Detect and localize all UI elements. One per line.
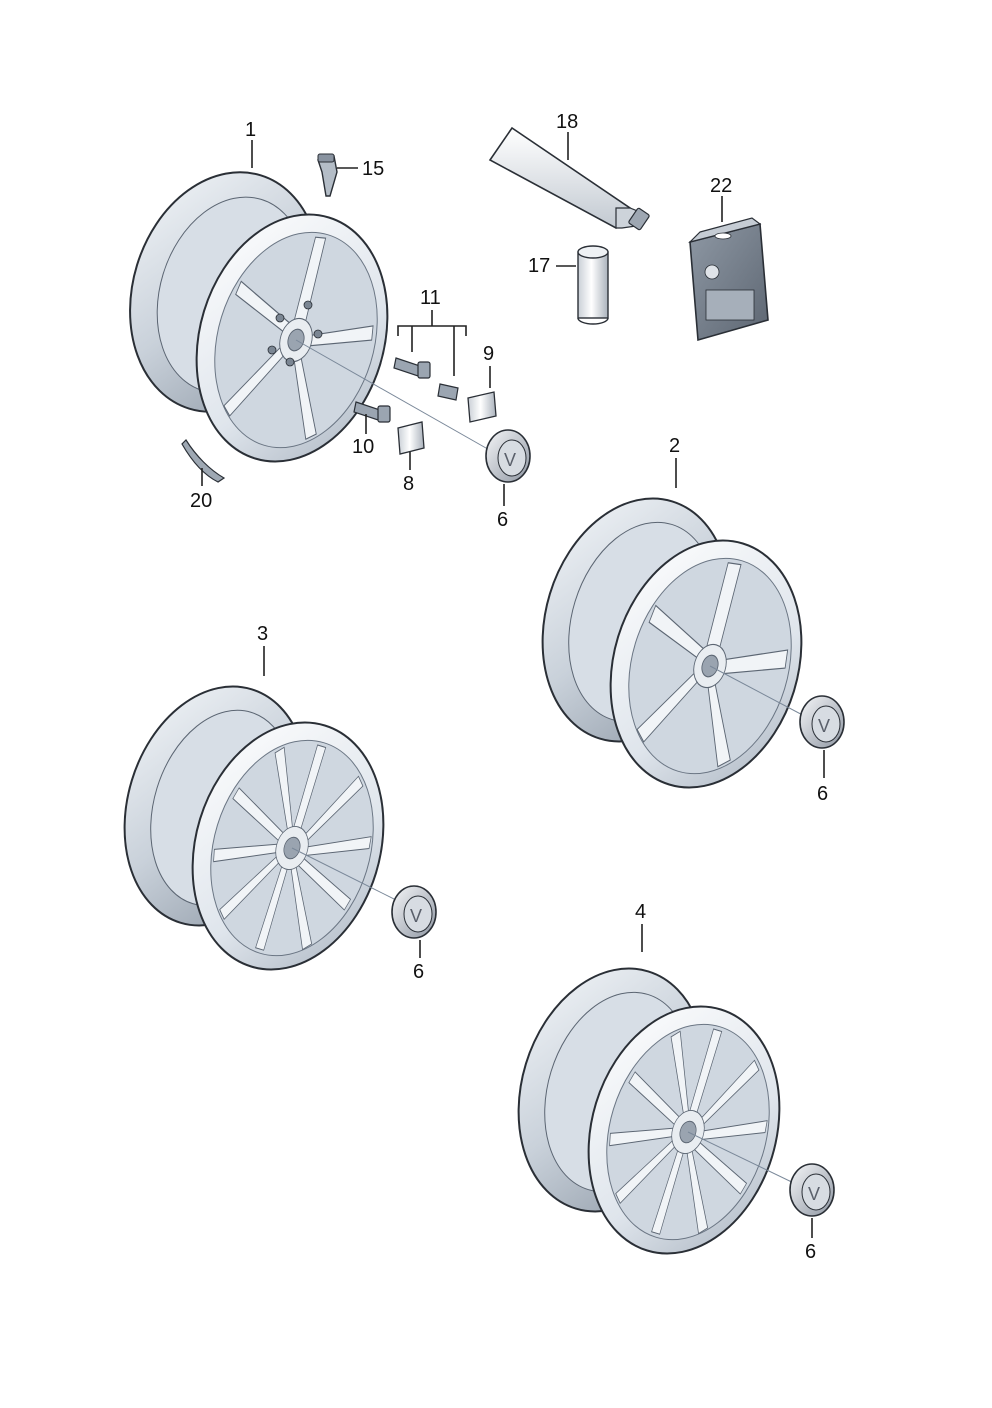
svg-text:V: V	[808, 1184, 820, 1204]
wheel-1	[129, 171, 389, 463]
callout-17: 17	[528, 255, 550, 277]
lubricant-canister	[577, 245, 609, 325]
callout-6: 6	[817, 783, 828, 805]
valve	[317, 153, 338, 197]
callout-11: 11	[420, 287, 441, 309]
callout-18: 18	[556, 111, 578, 133]
callout-3: 3	[257, 623, 268, 645]
bolt-caps	[397, 391, 497, 455]
callout-22: 22	[710, 175, 732, 197]
axis-line	[295, 339, 501, 457]
svg-text:V: V	[410, 906, 422, 926]
hub-cap: V	[391, 885, 437, 939]
callout-9: 9	[483, 343, 494, 365]
axis-line	[709, 665, 813, 721]
wheel-2	[541, 497, 803, 789]
wheel-4	[517, 967, 781, 1255]
callout-2: 2	[669, 435, 680, 457]
callout-20: 20	[190, 490, 212, 512]
callout-1: 1	[245, 119, 256, 141]
svg-text:V: V	[818, 716, 830, 736]
wheel-bolts	[353, 357, 459, 423]
hub-cap: V	[789, 1163, 835, 1217]
hub-cap: V	[799, 695, 845, 749]
callout-4: 4	[635, 901, 646, 923]
assembly-paste-tube	[488, 126, 650, 231]
callout-15: 15	[362, 158, 384, 180]
leader-lines	[201, 132, 825, 1238]
callout-6: 6	[805, 1241, 816, 1263]
callout-8: 8	[403, 473, 414, 495]
bolt-lock-package	[688, 217, 769, 342]
axis-line	[291, 847, 405, 905]
balance-weight	[181, 439, 226, 483]
wheel-3	[123, 685, 385, 971]
callout-10: 10	[352, 436, 374, 458]
callout-6: 6	[497, 509, 508, 531]
hub-cap: V	[485, 429, 531, 483]
svg-text:V: V	[504, 450, 516, 470]
axis-line	[687, 1131, 801, 1187]
callout-6: 6	[413, 961, 424, 983]
